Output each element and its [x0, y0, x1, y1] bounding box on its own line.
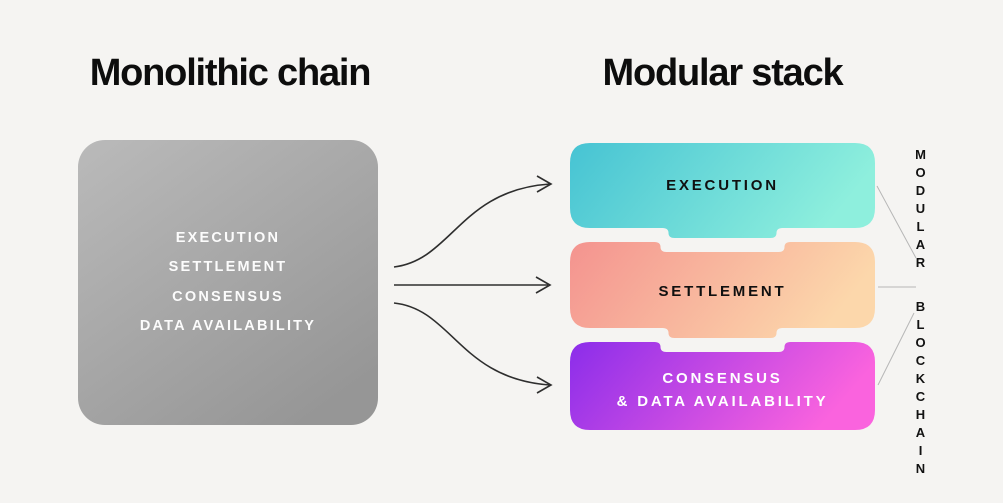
consensus-block-shape — [570, 342, 875, 430]
monolithic-box: EXECUTION SETTLEMENT CONSENSUS DATA AVAI… — [78, 140, 378, 425]
monolithic-title: Monolithic chain — [89, 52, 372, 94]
modular-title: Modular stack — [602, 52, 844, 94]
modular-block-execution: EXECUTION — [570, 143, 875, 238]
modular-blockchain-side-label: MODULAR BLOCKCHAIN — [913, 147, 928, 479]
arrow-to-consensus-icon — [393, 302, 553, 394]
arrow-to-settlement-icon — [394, 276, 552, 294]
connector-line-consensus — [877, 312, 915, 386]
monolithic-layer-consensus: CONSENSUS — [172, 288, 284, 305]
modular-block-consensus-da: CONSENSUS & DATA AVAILABILITY — [570, 342, 875, 430]
monolithic-layer-list: EXECUTION SETTLEMENT CONSENSUS DATA AVAI… — [78, 140, 378, 425]
side-connector-lines — [876, 185, 917, 386]
execution-block-shape — [570, 143, 875, 238]
monolithic-layer-settlement: SETTLEMENT — [168, 259, 288, 275]
monolithic-box-shape — [78, 140, 378, 425]
monolithic-layer-data-availability: DATA AVAILABILITY — [139, 318, 317, 334]
monolithic-layer-execution: EXECUTION — [175, 229, 281, 246]
connector-line-execution — [876, 185, 917, 259]
settlement-block-shape — [570, 242, 875, 338]
arrow-to-execution-icon — [393, 175, 553, 268]
modular-block-settlement: SETTLEMENT — [570, 242, 875, 338]
flow-arrows — [393, 175, 553, 394]
